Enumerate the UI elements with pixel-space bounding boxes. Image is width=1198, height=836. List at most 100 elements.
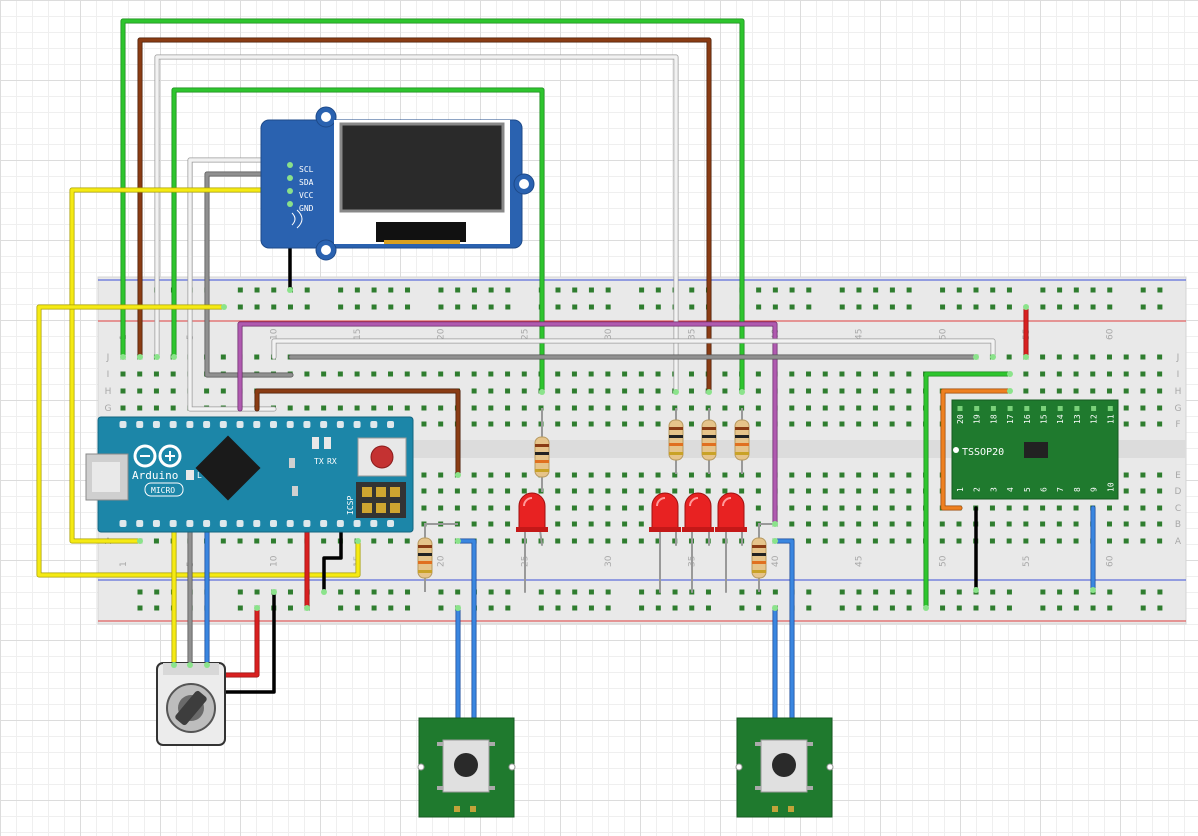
breadboard-hole	[388, 538, 394, 544]
breadboard-hole	[555, 421, 561, 427]
rail-hole	[605, 287, 611, 293]
breadboard-hole	[1140, 538, 1146, 544]
breadboard-hole	[555, 521, 561, 527]
breadboard-hole	[655, 371, 661, 377]
rail-hole	[756, 304, 762, 310]
oled-screen	[339, 122, 505, 213]
wire-btn1-b	[456, 539, 476, 727]
breadboard-hole	[889, 521, 895, 527]
breadboard-hole	[1123, 488, 1129, 494]
breadboard-hole	[739, 488, 745, 494]
breadboard-hole	[337, 405, 343, 411]
breadboard-hole	[505, 521, 511, 527]
breadboard-hole	[1006, 538, 1012, 544]
breadboard-hole	[722, 488, 728, 494]
rail-hole	[739, 605, 745, 611]
chip-pin-bottom-label: 1	[956, 487, 965, 492]
arduino-pin	[186, 421, 194, 428]
chip-pin-top-label: 19	[973, 414, 982, 424]
potentiometer-knob-icon[interactable]	[174, 690, 208, 727]
rail-hole	[588, 287, 594, 293]
breadboard-hole	[906, 538, 912, 544]
breadboard-hole	[1140, 421, 1146, 427]
breadboard-hole	[906, 421, 912, 427]
rail-hole	[772, 287, 778, 293]
row-label: A	[1175, 537, 1182, 547]
led-red-3	[682, 492, 714, 532]
column-number: 20	[437, 328, 447, 340]
rail-hole	[1107, 287, 1113, 293]
rail-hole	[889, 287, 895, 293]
wire-pot-red	[221, 606, 259, 677]
rail-hole	[1040, 605, 1046, 611]
breadboard-hole	[939, 521, 945, 527]
breadboard-hole	[588, 538, 594, 544]
breadboard-hole	[889, 421, 895, 427]
rail-hole	[338, 304, 344, 310]
rail-hole	[639, 287, 645, 293]
breadboard-hole	[688, 472, 694, 478]
breadboard-hole	[789, 505, 795, 511]
breadboard-hole	[655, 488, 661, 494]
breadboard-hole	[839, 505, 845, 511]
arduino-pin	[387, 520, 395, 527]
breadboard-hole	[856, 371, 862, 377]
breadboard-hole	[438, 472, 444, 478]
breadboard-hole	[839, 388, 845, 394]
breadboard-hole	[906, 371, 912, 377]
breadboard-hole	[688, 421, 694, 427]
push-button-2-cap-icon[interactable]	[772, 753, 796, 777]
rail-hole	[889, 304, 895, 310]
breadboard-hole	[588, 505, 594, 511]
breadboard-hole	[1023, 505, 1029, 511]
rail-hole	[354, 287, 360, 293]
rail-hole	[455, 287, 461, 293]
rail-hole	[806, 589, 812, 595]
breadboard-hole	[856, 538, 862, 544]
breadboard-hole	[688, 488, 694, 494]
rail-hole	[338, 287, 344, 293]
rail-hole	[756, 605, 762, 611]
arduino-pin	[320, 520, 328, 527]
breadboard-hole	[153, 388, 159, 394]
rail-hole	[354, 605, 360, 611]
rail-hole	[455, 304, 461, 310]
rail-hole	[1057, 589, 1063, 595]
breadboard-hole	[421, 505, 427, 511]
column-number: 55	[1022, 556, 1032, 567]
rail-hole	[538, 589, 544, 595]
rail-hole	[588, 304, 594, 310]
rail-hole	[1006, 287, 1012, 293]
breadboard-hole	[1157, 488, 1163, 494]
breadboard-hole	[555, 405, 561, 411]
breadboard-hole	[755, 472, 761, 478]
breadboard-hole	[1157, 371, 1163, 377]
breadboard-hole	[588, 405, 594, 411]
breadboard-hole	[471, 371, 477, 377]
rail-hole	[1006, 304, 1012, 310]
chip-pin-top-label: 13	[1073, 414, 1082, 424]
rail-hole	[772, 589, 778, 595]
chip-pin-top-label: 14	[1056, 414, 1065, 424]
rail-hole	[371, 287, 377, 293]
rail-hole	[555, 605, 561, 611]
breadboard-hole	[1140, 405, 1146, 411]
breadboard-hole	[153, 371, 159, 377]
breadboard-hole	[1157, 405, 1163, 411]
column-number: 35	[687, 329, 697, 340]
breadboard-hole	[137, 371, 143, 377]
breadboard-hole	[839, 371, 845, 377]
rail-hole	[137, 605, 143, 611]
breadboard-hole	[789, 405, 795, 411]
breadboard-hole	[605, 405, 611, 411]
rail-hole	[438, 605, 444, 611]
rail-hole	[1057, 287, 1063, 293]
breadboard-hole	[555, 388, 561, 394]
rail-hole	[1090, 304, 1096, 310]
oled-pin-vcc-label: VCC	[299, 191, 314, 200]
push-button-1-cap-icon[interactable]	[454, 753, 478, 777]
rail-hole	[1073, 605, 1079, 611]
breadboard-hole	[421, 488, 427, 494]
breadboard-hole	[438, 421, 444, 427]
